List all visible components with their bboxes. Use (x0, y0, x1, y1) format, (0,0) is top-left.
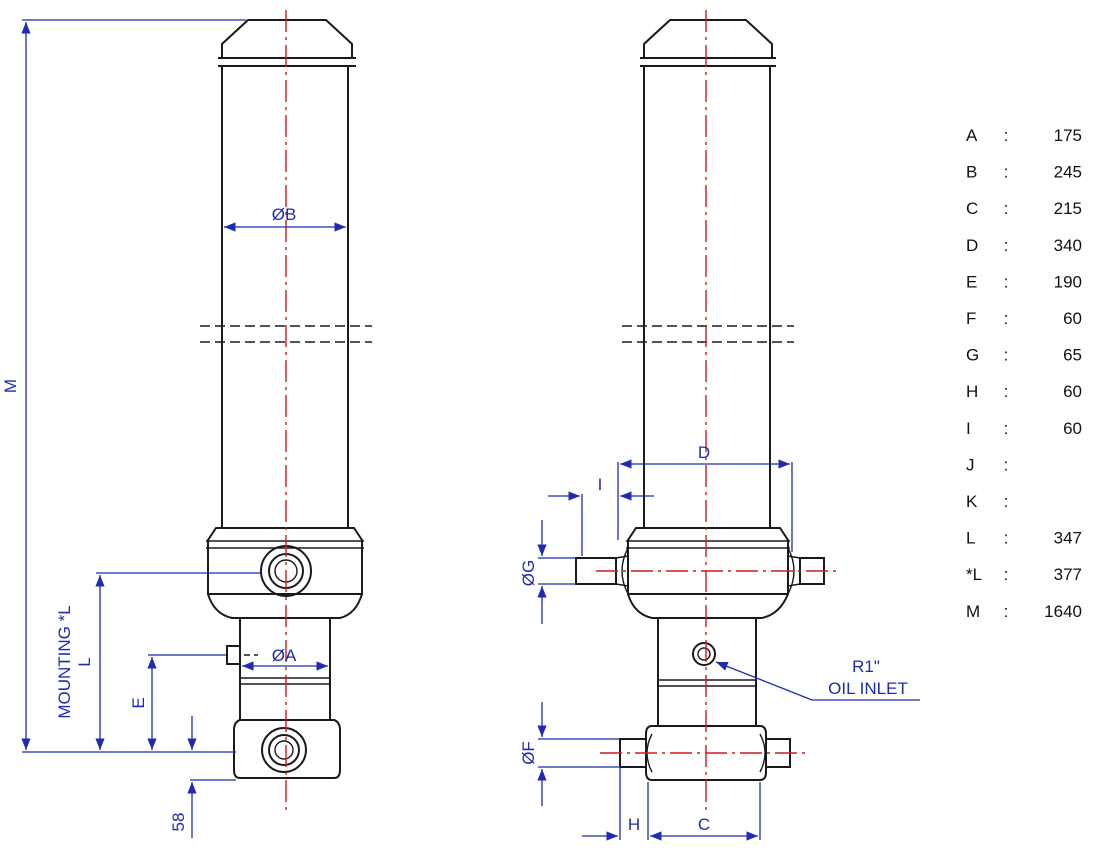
table-separator: : (1004, 309, 1009, 328)
table-value: 190 (1054, 272, 1082, 291)
table-separator: : (1004, 602, 1009, 621)
table-separator: : (1004, 163, 1009, 182)
table-key: J (966, 455, 975, 474)
table-separator: : (1004, 419, 1009, 438)
dim-label-E: E (129, 697, 148, 708)
table-key: B (966, 163, 977, 182)
dim-label-G: ØG (519, 560, 538, 586)
side-base-block (233, 719, 341, 779)
side-collar (207, 527, 363, 595)
oil-inlet-label: OIL INLET (828, 679, 908, 698)
table-value: 340 (1054, 236, 1082, 255)
table-key: E (966, 272, 977, 291)
table-separator: : (1004, 529, 1009, 548)
table-separator: : (1004, 565, 1009, 584)
table-value: 175 (1054, 126, 1082, 145)
table-key: *L (966, 565, 982, 584)
table-key: G (966, 346, 979, 365)
dim-label-58: 58 (169, 813, 188, 832)
table-separator: : (1004, 455, 1009, 474)
table-separator: : (1004, 382, 1009, 401)
oil-inlet-port (692, 642, 716, 666)
table-value: 60 (1063, 309, 1082, 328)
table-value: 60 (1063, 382, 1082, 401)
table-separator: : (1004, 346, 1009, 365)
side-view: M ØB L MOUNTING *L E ØA 58 (1, 10, 372, 838)
front-collar (627, 527, 789, 595)
dim-label-L: L (75, 657, 94, 666)
dim-label-H: H (628, 815, 640, 834)
front-view: D I ØG ØF H C R1" OIL INLET (519, 10, 920, 841)
front-top-cap (643, 19, 773, 58)
dim-label-D: D (698, 443, 710, 462)
dimensions-table: A:175B:245C:215D:340E:190F:60G:65H:60I:6… (966, 126, 1082, 621)
table-key: I (966, 419, 971, 438)
table-key: L (966, 529, 975, 548)
table-key: F (966, 309, 976, 328)
front-base-block (645, 725, 767, 781)
dim-label-F: ØF (519, 741, 538, 765)
dim-label-B: ØB (272, 205, 297, 224)
table-separator: : (1004, 236, 1009, 255)
table-key: K (966, 492, 978, 511)
oil-inlet-leader (715, 661, 813, 701)
dim-label-C: C (698, 815, 710, 834)
side-fitting (226, 645, 241, 665)
dim-label-I: I (598, 475, 603, 494)
table-key: H (966, 382, 978, 401)
table-key: A (966, 126, 978, 145)
table-separator: : (1004, 126, 1009, 145)
table-separator: : (1004, 492, 1009, 511)
table-key: C (966, 199, 978, 218)
table-separator: : (1004, 199, 1009, 218)
dim-label-A: ØA (272, 646, 297, 665)
side-top-cap (221, 19, 353, 58)
dim-label-M: M (1, 379, 20, 393)
table-value: 65 (1063, 346, 1082, 365)
oil-inlet-size: R1" (852, 657, 880, 676)
side-base-port (261, 727, 307, 773)
table-separator: : (1004, 272, 1009, 291)
table-value: 347 (1054, 529, 1082, 548)
table-value: 60 (1063, 419, 1082, 438)
table-value: 1640 (1044, 602, 1082, 621)
dim-label-mounting: MOUNTING *L (55, 605, 74, 718)
table-value: 245 (1054, 163, 1082, 182)
table-key: M (966, 602, 980, 621)
table-key: D (966, 236, 978, 255)
table-value: 215 (1054, 199, 1082, 218)
table-value: 377 (1054, 565, 1082, 584)
